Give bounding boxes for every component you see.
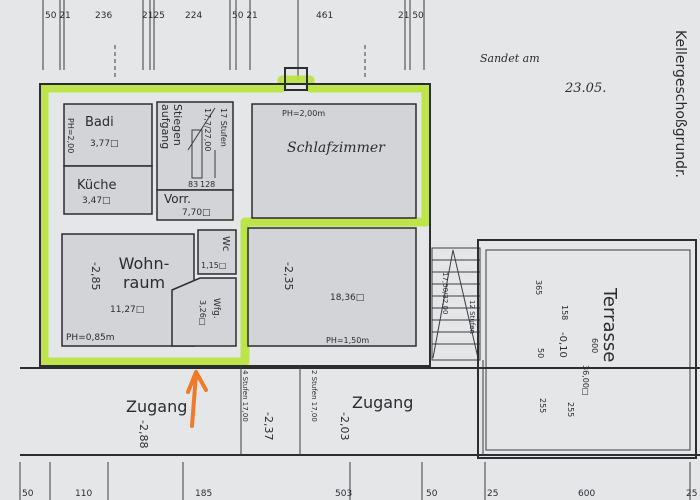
terrasse-dim-4: 255 bbox=[538, 398, 547, 413]
wohnraum-label: Wohn-raum bbox=[118, 254, 170, 292]
steps-b: 2 Stufen 17,00 bbox=[310, 370, 318, 422]
schlafzimmer-ph: PH=2,00m bbox=[282, 109, 325, 118]
dim-bottom-3: 185 bbox=[195, 489, 212, 499]
zugang-right-label: Zugang bbox=[352, 393, 413, 412]
ext-stairs-label: 12 Stufen bbox=[468, 300, 476, 334]
dim-bottom-4: 503 bbox=[335, 489, 352, 499]
outer-wall bbox=[39, 83, 431, 367]
schlafzimmer-label: Schlafzimmer bbox=[287, 140, 386, 156]
terrasse-outer bbox=[477, 239, 697, 459]
dim-bottom-5: 50 bbox=[426, 489, 438, 499]
terrasse-dim-1: 365 bbox=[534, 280, 543, 295]
vorr-area: 7,70□ bbox=[182, 208, 211, 218]
dim-bottom-1: 50 bbox=[22, 489, 34, 499]
dim-top-7: 21 50 bbox=[398, 11, 424, 21]
wohnraum-label-box: Wohn-raum bbox=[118, 254, 170, 292]
dim-bottom-2: 110 bbox=[75, 489, 92, 499]
exterior-stair-treads bbox=[432, 249, 480, 359]
handwritten-date: 23.05. bbox=[564, 81, 606, 96]
dim-top-3: 2125 bbox=[142, 11, 165, 21]
room-main bbox=[247, 227, 417, 347]
wfg-area: 3,26□ bbox=[198, 300, 207, 325]
stair-symbol bbox=[187, 107, 216, 179]
room-vorr bbox=[156, 189, 234, 221]
room-wfg bbox=[171, 277, 237, 347]
arrow-icon bbox=[186, 370, 208, 428]
terrasse-inner bbox=[485, 249, 691, 451]
badi-area: 3,77□ bbox=[90, 139, 119, 149]
handwritten-note: Sandet am bbox=[480, 52, 540, 65]
dim-top-1: 50 21 bbox=[45, 11, 71, 21]
zugang-left-label: Zugang bbox=[126, 397, 187, 416]
stiegen-label: Stiegen aufgang bbox=[159, 104, 184, 150]
bottom-dimension-lines bbox=[19, 462, 691, 500]
wfg-label: Wfg. bbox=[211, 298, 221, 319]
room-wc bbox=[197, 229, 237, 275]
terrasse-dim-5: 255 bbox=[566, 402, 575, 417]
wohnraum-level: -2,85 bbox=[89, 262, 102, 290]
badi-label: Badi bbox=[85, 115, 114, 130]
wc-label: Wc bbox=[220, 236, 231, 251]
exterior-stairs bbox=[431, 247, 481, 361]
stiegen-rise: 17,7/27,00 bbox=[203, 108, 212, 151]
dim-bottom-6: 25 bbox=[487, 489, 498, 499]
dim-top-5: 50 21 bbox=[232, 11, 258, 21]
dim-top-2: 236 bbox=[95, 11, 112, 21]
room-stiegen bbox=[156, 101, 234, 191]
wohnraum-area: 11,27□ bbox=[110, 305, 144, 315]
room-kueche bbox=[63, 165, 153, 215]
wohnraum-ph: PH=0,85m bbox=[66, 333, 115, 343]
top-dimension-lines bbox=[42, 0, 425, 80]
stiegen-dim: 128 bbox=[200, 180, 215, 189]
badi-ph: PH=2,00 bbox=[66, 118, 75, 153]
kueche-area: 3,47□ bbox=[82, 196, 111, 206]
stiegen-dim2: 83 bbox=[188, 180, 198, 189]
terrasse-dim-3: 50 bbox=[536, 348, 545, 358]
ext-stairs-rise: 17,00/32,00 bbox=[441, 272, 449, 314]
dim-top-4: 224 bbox=[185, 11, 202, 21]
dim-top-6: 461 bbox=[316, 11, 333, 21]
highlight-outline bbox=[39, 75, 431, 367]
room-badi bbox=[63, 103, 153, 167]
room-schlafzimmer bbox=[251, 103, 417, 219]
zugang-right-level: -2,03 bbox=[338, 412, 351, 440]
stiegen-steps: 17 Stufen bbox=[219, 108, 228, 147]
terrasse-area: 36,00□ bbox=[581, 365, 590, 395]
dim-bottom-7: 600 bbox=[578, 489, 595, 499]
steps-a: 4 Stufen 17,00 bbox=[241, 370, 249, 422]
plan-title: Kellergeschoßgrundr. bbox=[672, 30, 688, 178]
stiegen-label-box: Stiegen aufgang bbox=[159, 104, 184, 150]
dim-bottom-8: 25 bbox=[686, 489, 697, 499]
main-ph: PH=1,50m bbox=[326, 336, 369, 345]
main-level: -2,35 bbox=[282, 262, 295, 290]
zugang-level-2: -2,37 bbox=[262, 412, 275, 440]
vorr-label: Vorr. bbox=[164, 192, 191, 206]
chimney bbox=[284, 67, 308, 91]
terrasse-dim-6: 600 bbox=[590, 338, 599, 353]
zugang-left-level: -2,88 bbox=[137, 420, 150, 448]
terrasse-dim-2: 158 bbox=[560, 305, 569, 320]
terrasse-label: Terrasse bbox=[599, 287, 620, 362]
kueche-label: Küche bbox=[77, 178, 117, 193]
main-area: 18,36□ bbox=[330, 293, 364, 303]
wc-area: 1,15□ bbox=[201, 261, 226, 270]
terrasse-level: -0,10 bbox=[557, 332, 568, 358]
